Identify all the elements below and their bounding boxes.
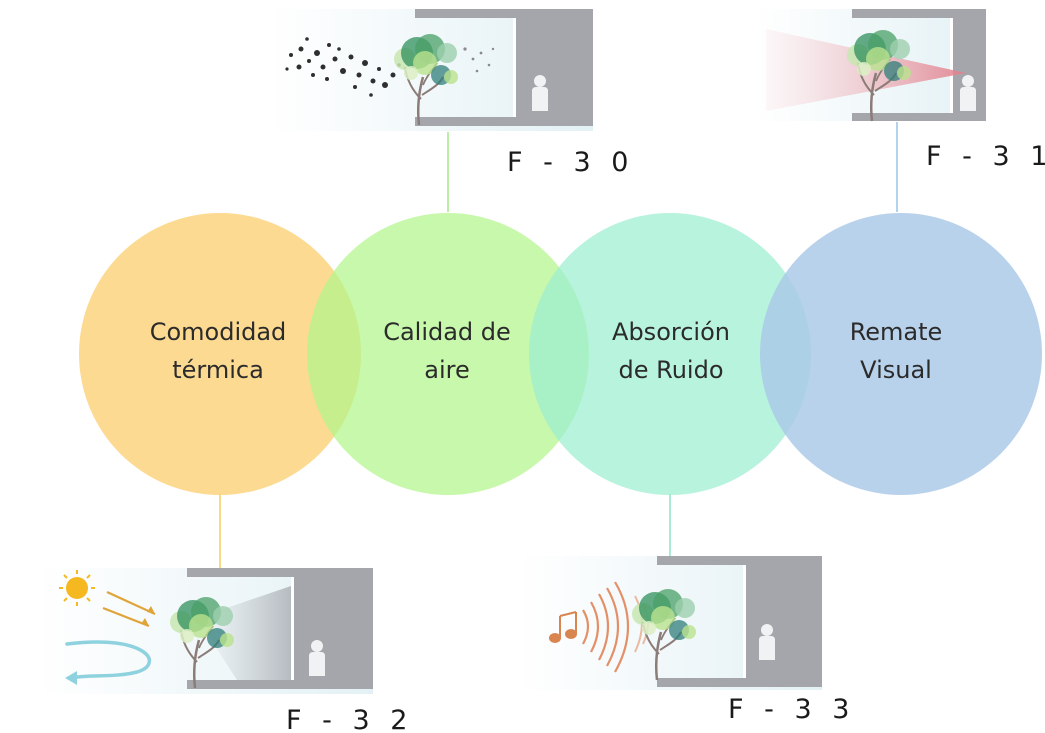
label-remate-visual-line2: Visual [860, 356, 932, 384]
circle-comodidad-termica [79, 213, 361, 495]
figure-label-f32: F - 3 2 [286, 705, 413, 733]
circle-remate-visual [760, 213, 1042, 495]
label-comodidad-termica-line1: Comodidad [150, 318, 287, 346]
label-calidad-de-aire-line1: Calidad de [383, 318, 511, 346]
tree-filtering-air-particles-icon [269, 9, 593, 131]
music-note-icon [549, 611, 577, 643]
label-comodidad-termica-line2: térmica [172, 356, 264, 384]
label-absorcion-de-ruido-line2: de Ruido [618, 356, 723, 384]
sun-icon [59, 570, 95, 606]
figure-label-f30: F - 3 0 [507, 147, 634, 178]
circle-absorcion-de-ruido [529, 213, 811, 495]
label-absorcion-de-ruido-line1: Absorción [612, 318, 730, 346]
label-calidad-de-aire-line2: aire [424, 356, 469, 384]
figure-label-f31: F - 3 1 [926, 141, 1045, 172]
label-remate-visual-line1: Remate [850, 318, 943, 346]
tree-providing-thermal-comfort-icon [37, 568, 373, 694]
figure-label-f33: F - 3 3 [728, 694, 855, 725]
circle-calidad-de-aire [307, 213, 589, 495]
tree-absorbing-noise-icon [517, 556, 822, 690]
tree-as-visual-focal-point-icon [754, 9, 986, 123]
